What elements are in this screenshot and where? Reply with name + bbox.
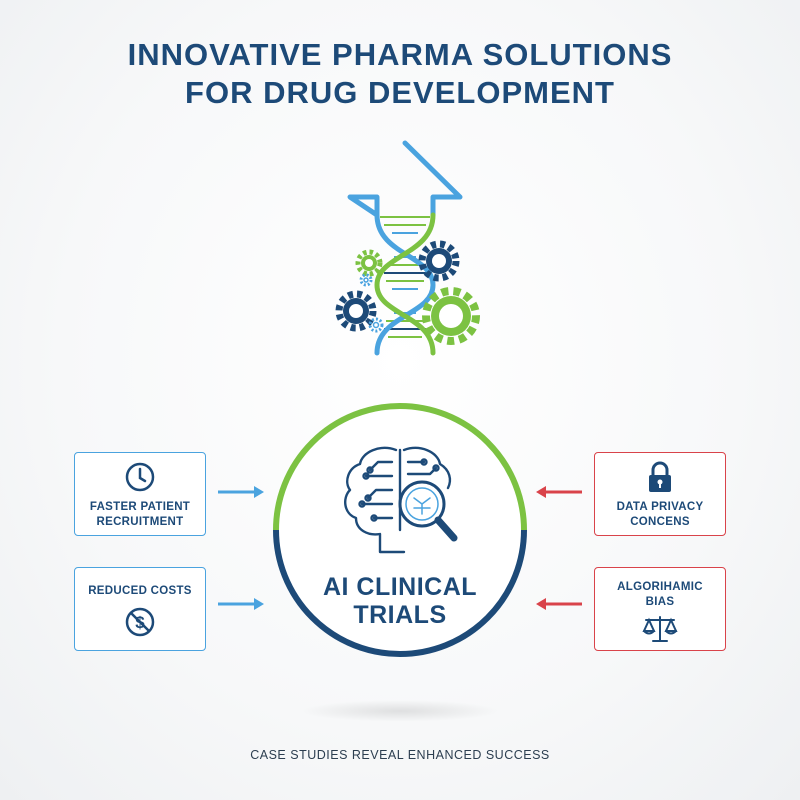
no-dollar-icon: $ [125,607,155,637]
risk-card-bias: ALGORIHAMIC BIAS [594,567,726,651]
risk-line-2: CONCENS [630,516,690,528]
benefit-card-recruitment: FASTER PATIENT RECRUITMENT [74,452,206,536]
gear-icon [355,249,383,277]
arrow-left-icon [536,598,582,610]
risk-line-1: ALGORIHAMIC [617,581,703,593]
dna-gears-arrow-icon [335,140,480,356]
clock-icon [125,462,155,492]
up-arrow-icon [347,140,463,218]
title-line-2: FOR DRUG DEVELOPMENT [185,75,615,110]
gear-icon [368,317,384,333]
benefit-line-1: REDUCED COSTS [88,585,192,597]
gear-icon [422,287,480,345]
page-title: INNOVATIVE PHARMA SOLUTIONS FOR DRUG DEV… [0,36,800,112]
title-line-1: INNOVATIVE PHARMA SOLUTIONS [127,37,673,72]
hub-shadow [300,700,500,722]
gear-icon [359,273,373,287]
dna-strand-blue [374,212,436,356]
hub-label-line-2: TRIALS [353,601,447,629]
arrow-right-icon [218,598,264,610]
benefit-line-1: FASTER PATIENT [89,501,191,513]
arrow-right-icon [218,486,264,498]
svg-text:$: $ [135,613,145,632]
dna-rungs [380,216,430,338]
footer-caption: CASE STUDIES REVEAL ENHANCED SUCCESS [250,748,550,762]
brain-with-magnifier-icon [344,446,458,554]
benefit-card-costs: REDUCED COSTS $ [74,567,206,651]
risk-line-2: BIAS [645,596,675,608]
lock-icon [649,461,671,492]
gear-icon [335,290,377,332]
scales-icon [642,616,678,642]
benefit-line-2: RECRUITMENT [96,516,184,528]
arrow-left-icon [536,486,582,498]
ai-clinical-trials-hub [273,403,527,657]
risk-card-privacy: DATA PRIVACY CONCENS [594,452,726,536]
hub-label-line-1: AI CLINICAL [322,573,478,601]
gear-icon [418,240,460,282]
dna-strand-green [374,212,436,356]
hub-label: AI CLINICAL TRIALS [300,573,500,629]
risk-line-1: DATA PRIVACY [616,501,704,513]
